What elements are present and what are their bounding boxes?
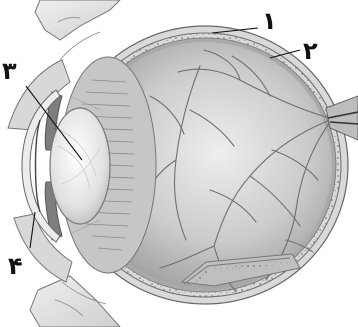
lens (50, 108, 110, 224)
orbital-bone-top (35, 0, 120, 40)
orbital-bone-bottom (30, 276, 120, 327)
